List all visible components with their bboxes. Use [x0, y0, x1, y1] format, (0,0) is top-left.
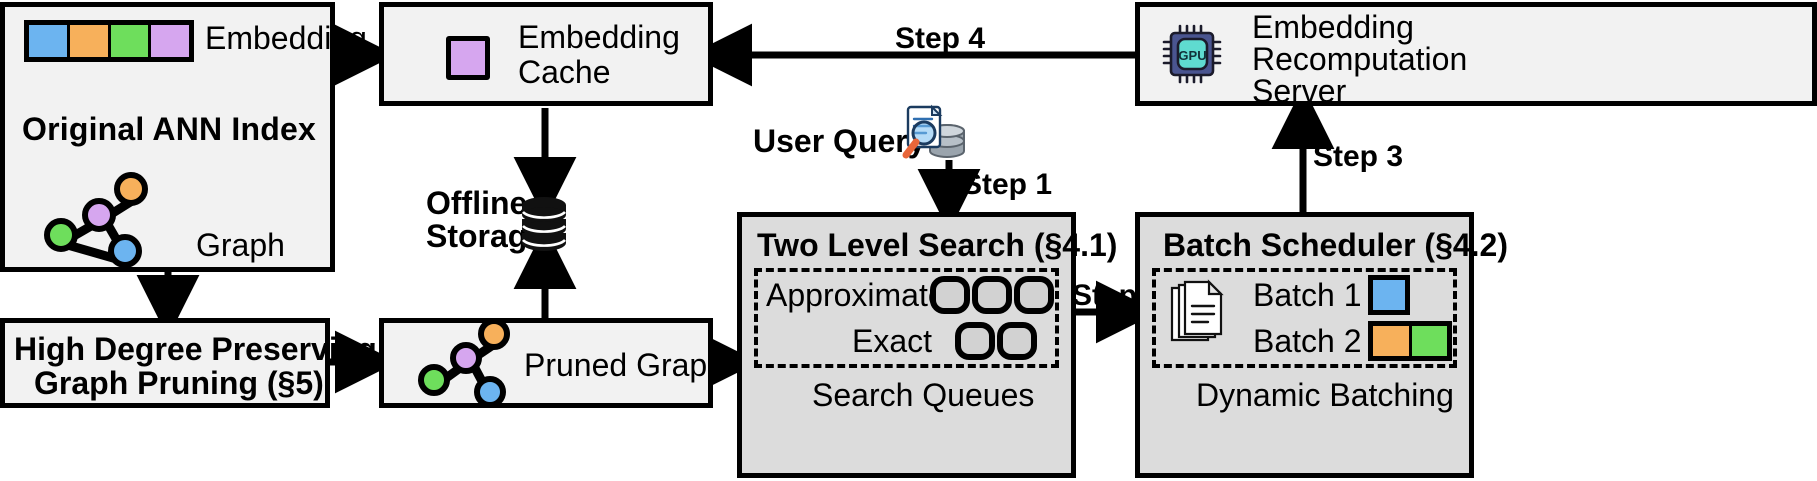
embedding-cache-panel	[379, 2, 713, 106]
recomputation-server-panel	[1135, 2, 1817, 106]
exact-queue-slot-1	[955, 322, 995, 360]
search-queues-group	[754, 268, 1059, 368]
svg-text:GPU: GPU	[1178, 48, 1206, 63]
step3-label: Step 3	[1313, 140, 1404, 173]
embedding-strip	[24, 20, 194, 62]
search-queues-footer: Search Queues	[812, 377, 1035, 413]
step1-label: Step 1	[962, 168, 1053, 201]
offline-storage-label-line1: Offline	[426, 185, 528, 221]
batch-1-label: Batch 1	[1253, 277, 1362, 313]
dynamic-batching-group	[1152, 268, 1457, 368]
batch-2-item-green	[1411, 326, 1447, 356]
two-level-search-title: Two Level Search (§4.1)	[757, 227, 1118, 263]
pruned-node-blue	[474, 376, 506, 408]
embedding-cell-blue	[29, 25, 70, 57]
approximate-queue-slot-1	[930, 276, 970, 314]
recomputation-server-title-line3: Server	[1252, 73, 1347, 109]
embedding-cache-swatch	[446, 36, 490, 80]
graph-node-green	[44, 218, 78, 252]
batch-2-label: Batch 2	[1253, 323, 1362, 359]
pruned-node-purple	[450, 342, 482, 374]
pruned-node-orange	[478, 318, 510, 350]
recomputation-server-title-line1: Embedding	[1252, 9, 1414, 45]
batch-2-items	[1368, 321, 1452, 361]
graph-pruning-title-line2: Graph Pruning (§5)	[34, 365, 324, 401]
graph-node-blue	[108, 234, 142, 268]
exact-queue-slot-2	[997, 322, 1037, 360]
recomputation-server-title-line2: Recomputation	[1252, 41, 1468, 77]
batch-scheduler-title: Batch Scheduler (§4.2)	[1163, 227, 1508, 263]
step4-label: Step 4	[895, 22, 986, 55]
graph-pruning-panel	[0, 318, 330, 408]
approximate-queue-slot-3	[1014, 276, 1054, 314]
gpu-icon: GPU	[1160, 22, 1224, 86]
embedding-label: Embedding	[205, 20, 367, 56]
exact-label: Exact	[852, 323, 933, 359]
pruned-graph-label: Pruned Graph	[524, 347, 726, 383]
original-ann-index-title: Original ANN Index	[22, 111, 317, 147]
approximate-queue-slot-2	[972, 276, 1012, 314]
search-database-icon	[898, 103, 968, 165]
graph-label: Graph	[196, 227, 285, 263]
batch-2-item-orange	[1373, 326, 1412, 356]
dynamic-batching-footer: Dynamic Batching	[1196, 377, 1454, 413]
embedding-cache-title-line2: Cache	[518, 54, 611, 90]
embedding-cache-title-line1: Embedding	[518, 19, 680, 55]
database-icon	[518, 196, 570, 252]
embedding-cell-purple	[151, 25, 189, 57]
graph-node-purple	[82, 198, 116, 232]
graph-pruning-title-line1: High Degree Preserving	[14, 331, 377, 367]
batch-1-item-blue	[1368, 275, 1410, 315]
documents-icon	[1168, 279, 1226, 346]
approximate-label: Approximate	[766, 277, 946, 313]
embedding-cell-orange	[69, 25, 111, 57]
graph-node-orange	[114, 172, 148, 206]
pruned-node-green	[418, 364, 450, 396]
embedding-cell-green	[110, 25, 152, 57]
